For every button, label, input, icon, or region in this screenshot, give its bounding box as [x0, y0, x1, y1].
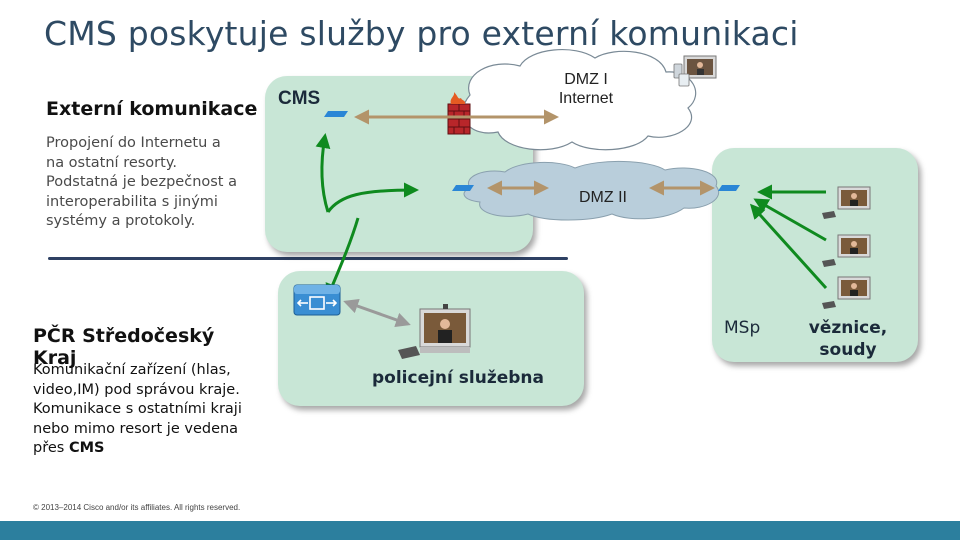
green-arrow-down: [325, 217, 360, 299]
msp-arrow-3: [749, 203, 828, 290]
msp-video-endpoint-icon: [822, 276, 871, 309]
cms-label: CMS: [278, 88, 321, 109]
msp-video-endpoint-icon: [822, 234, 871, 267]
bottom-bar: [0, 521, 960, 540]
green-arrow-right: [326, 182, 419, 213]
gateway-icon: [293, 284, 341, 316]
msp-edge-node-icon: [718, 185, 740, 191]
pcr-line: Komunikace s ostatními kraji: [33, 401, 242, 417]
pcr-last-prefix: přes: [33, 440, 69, 456]
external-line: systémy a protokoly.: [46, 213, 196, 229]
firewall-icon: [447, 92, 471, 135]
cms-edge-node-icon: [324, 111, 348, 117]
prisons-line: soudy: [819, 340, 877, 360]
dmz1-label: DMZ I Internet: [540, 70, 632, 108]
external-line: na ostatní resorty.: [46, 154, 177, 171]
msp-box: [712, 148, 918, 362]
dmz1-line: DMZ I: [564, 71, 608, 88]
prisons-line: věznice,: [808, 318, 888, 338]
pcr-last-bold: CMS: [68, 440, 105, 456]
green-arrow-up: [315, 133, 331, 213]
prisons-label: věznice, soudy: [800, 317, 896, 361]
pcr-heading: PČR Středočeský Kraj: [33, 325, 214, 369]
dmz1-line: Internet: [558, 90, 614, 107]
dmz2-cloud: [463, 161, 719, 221]
msp-arrow-2: [753, 198, 827, 242]
external-line: interoperabilita s jinými: [46, 193, 218, 210]
page-title: CMS poskytuje služby pro externí komunik…: [44, 14, 799, 53]
external-line: Podstatná je bezpečnost a: [46, 174, 237, 190]
pcr-heading-line: PČR Středočeský: [33, 325, 215, 347]
dmz2-label: DMZ II: [579, 189, 627, 206]
msp-video-endpoint-icon: [822, 186, 871, 219]
external-line: Propojení do Internetu a: [46, 135, 221, 151]
police-label: policejní služebna: [372, 368, 545, 388]
internet-devices-icon: [673, 55, 717, 87]
msp-label: MSp: [724, 318, 761, 338]
police-gray-arrow: [343, 298, 411, 328]
cms-internal-node-icon: [452, 185, 474, 191]
pcr-description: Komunikační zařízení (hlas, video,IM) po…: [33, 361, 278, 459]
external-heading: Externí komunikace: [46, 98, 258, 120]
pcr-line: Komunikační zařízení (hlas,: [33, 362, 231, 378]
dmz1-cloud: [462, 48, 697, 151]
pcr-line: video,IM) pod správou kraje.: [33, 381, 240, 398]
copyright-text: © 2013–2014 Cisco and/or its affiliates.…: [33, 503, 241, 512]
external-description: Propojení do Internetu a na ostatní reso…: [46, 134, 271, 232]
section-divider: [48, 257, 568, 260]
police-video-endpoint-icon: [398, 304, 471, 359]
pcr-heading-line: Kraj: [33, 347, 77, 369]
pcr-line-last: přes CMS: [33, 439, 278, 459]
pcr-line: nebo mimo resort je vedena: [33, 420, 239, 437]
